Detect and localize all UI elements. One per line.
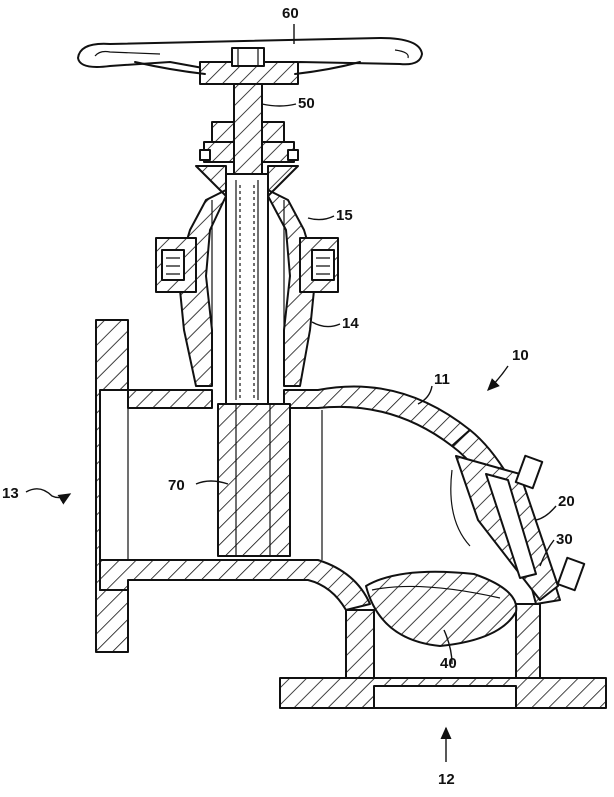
label-70: 70 [168, 477, 185, 494]
label-14: 14 [342, 315, 359, 332]
label-60: 60 [282, 5, 299, 22]
label-15: 15 [336, 207, 353, 224]
label-50: 50 [298, 95, 315, 112]
gland [199, 121, 299, 163]
disc [365, 570, 518, 647]
label-12: 12 [438, 771, 455, 788]
label-10: 10 [512, 347, 529, 364]
reference-labels: 60 50 15 14 11 10 13 70 20 30 40 12 [2, 5, 575, 788]
label-40: 40 [440, 655, 457, 672]
handwheel [77, 37, 423, 85]
leaders [25, 24, 557, 762]
label-20: 20 [558, 493, 575, 510]
label-30: 30 [556, 531, 573, 548]
label-11: 11 [434, 371, 450, 388]
cover-assembly [450, 454, 586, 601]
label-13: 13 [2, 485, 19, 502]
bonnet [155, 165, 339, 387]
